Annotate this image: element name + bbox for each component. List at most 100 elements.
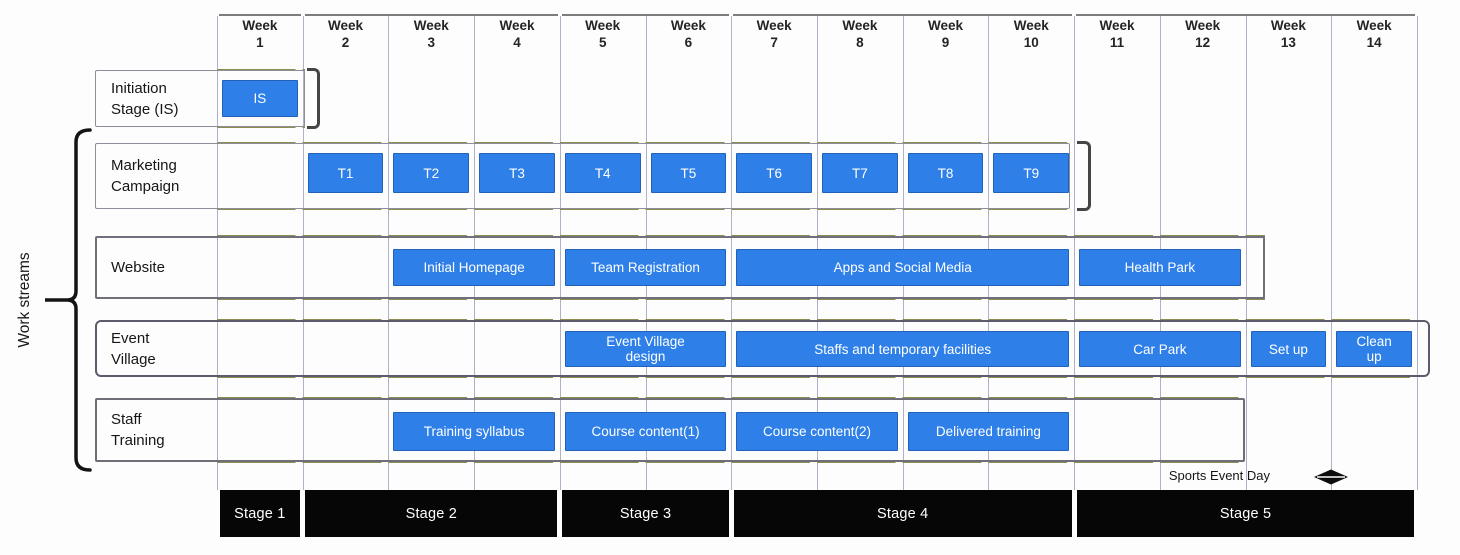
row-label-line: Staff (111, 411, 142, 428)
week-header-col-7: Week 7 (731, 17, 817, 51)
week-label-word: Week (242, 18, 278, 33)
task-bar-label: T9 (1023, 165, 1040, 181)
week-label-number: 3 (427, 35, 436, 50)
row-bottom-line (217, 298, 1265, 300)
week-gridline (1074, 16, 1076, 490)
task-bar-car-park: Car Park (1079, 331, 1241, 367)
row-end-bracket (307, 68, 320, 129)
week-header-col-12: Week 12 (1160, 17, 1246, 51)
task-bar-is: IS (222, 80, 298, 117)
row-label-line: Village (111, 350, 156, 368)
task-bar-label: T5 (680, 165, 697, 181)
week-label-number: 6 (684, 35, 693, 50)
milestone-diamond-icon (1314, 469, 1349, 485)
task-bar-course-content-1-: Course content(1) (564, 412, 727, 451)
row-bottom-line (217, 126, 305, 128)
task-bar-label: T3 (509, 165, 525, 181)
week-header-col-10: Week 10 (988, 17, 1074, 51)
week-gridline (1417, 16, 1418, 490)
row-box-initiation (95, 70, 305, 127)
task-bar-t7: T7 (822, 153, 898, 193)
week-gridline (217, 16, 218, 490)
row-bottom-line (217, 208, 1070, 210)
task-bar-team-registration: Team Registration (564, 249, 727, 286)
week-header-col-1: Week 1 (217, 17, 303, 51)
task-bar-apps-and-social-media: Apps and Social Media (736, 249, 1070, 286)
week-label-number: 10 (1023, 35, 1039, 50)
task-bar-health-park: Health Park (1079, 249, 1241, 286)
week-label-number: 1 (256, 35, 264, 50)
row-label-line: Website (111, 259, 165, 276)
task-bar-t1: T1 (307, 153, 384, 193)
week-label-number: 2 (341, 35, 350, 50)
week-header-col-2: Week 2 (303, 17, 389, 51)
milestone-label: Sports Event Day (1168, 468, 1270, 483)
week-gridline (1331, 16, 1333, 490)
task-bar-label: T7 (851, 165, 868, 181)
row-label-line: Marketing (111, 157, 177, 174)
week-label-word: Week (756, 18, 792, 33)
task-bar-label: Set up (1268, 341, 1308, 357)
stage-bar-stage-4: Stage 4 (733, 490, 1072, 537)
week-label-word: Week (670, 18, 706, 33)
week-gridline (559, 16, 561, 490)
task-bar-label: Clean (1356, 334, 1392, 349)
task-bar-initial-homepage: Initial Homepage (393, 249, 555, 286)
stage-bar-stage-5: Stage 5 (1076, 490, 1415, 537)
task-bar-label: Health Park (1124, 260, 1196, 275)
week-label-word: Week (1013, 18, 1049, 33)
row-label-line: Event (111, 329, 150, 347)
row-box-marketing (95, 143, 1070, 209)
task-bar-label: T1 (337, 165, 354, 181)
week-label-word: Week (1185, 18, 1221, 33)
task-bar-label: IS (253, 91, 267, 106)
header-top-line (304, 14, 558, 16)
row-bottom-line (217, 376, 1417, 378)
task-bar-label: Delivered training (935, 424, 1041, 439)
task-bar-training-syllabus: Training syllabus (393, 412, 555, 451)
row-box-event-village (95, 320, 1430, 377)
week-header-col-9: Week 9 (903, 17, 989, 51)
task-bar-label: Apps and Social Media (833, 260, 972, 275)
task-bar-label: Training syllabus (423, 424, 525, 439)
task-bar-label: up (1366, 349, 1382, 364)
task-bar-label: Course content(1) (591, 424, 700, 439)
row-bottom-line (217, 461, 1245, 463)
stage-bar-stage-1: Stage 1 (219, 490, 301, 537)
task-bar-course-content-2-: Course content(2) (736, 412, 898, 451)
task-bar-delivered-training: Delivered training (907, 412, 1070, 451)
header-top-line (561, 14, 730, 16)
row-label-website: Website (111, 236, 165, 299)
row-label-line: Initiation (111, 79, 167, 97)
week-label-number: 13 (1280, 35, 1296, 50)
task-bar-label: Staffs and temporary facilities (814, 341, 992, 357)
week-label-number: 8 (856, 35, 864, 50)
week-label-word: Week (1099, 18, 1135, 33)
task-bar-label: design (625, 349, 666, 364)
week-gridline (302, 16, 304, 490)
week-label-word: Week (499, 18, 535, 33)
header-top-line (219, 14, 301, 16)
week-label-number: 12 (1195, 35, 1211, 50)
task-bar-staffs-and-temporary-facilities: Staffs and temporary facilities (736, 331, 1070, 367)
task-bar-t3: T3 (479, 153, 555, 193)
week-label-number: 9 (941, 35, 950, 50)
week-label-word: Week (328, 18, 364, 33)
week-gridline (731, 16, 733, 490)
task-bar-t5: T5 (650, 153, 727, 193)
task-bar-t8: T8 (907, 153, 984, 193)
task-bar-label: Course content(2) (762, 424, 872, 439)
week-label-number: 7 (770, 35, 778, 50)
row-label-line: Training (111, 432, 165, 449)
week-label-word: Week (928, 18, 964, 33)
week-label-word: Week (1356, 18, 1392, 33)
row-box-website (95, 236, 1265, 299)
task-bar-label: Team Registration (591, 260, 700, 275)
task-bar-label: T6 (766, 165, 783, 181)
row-label-line: Campaign (111, 178, 180, 195)
